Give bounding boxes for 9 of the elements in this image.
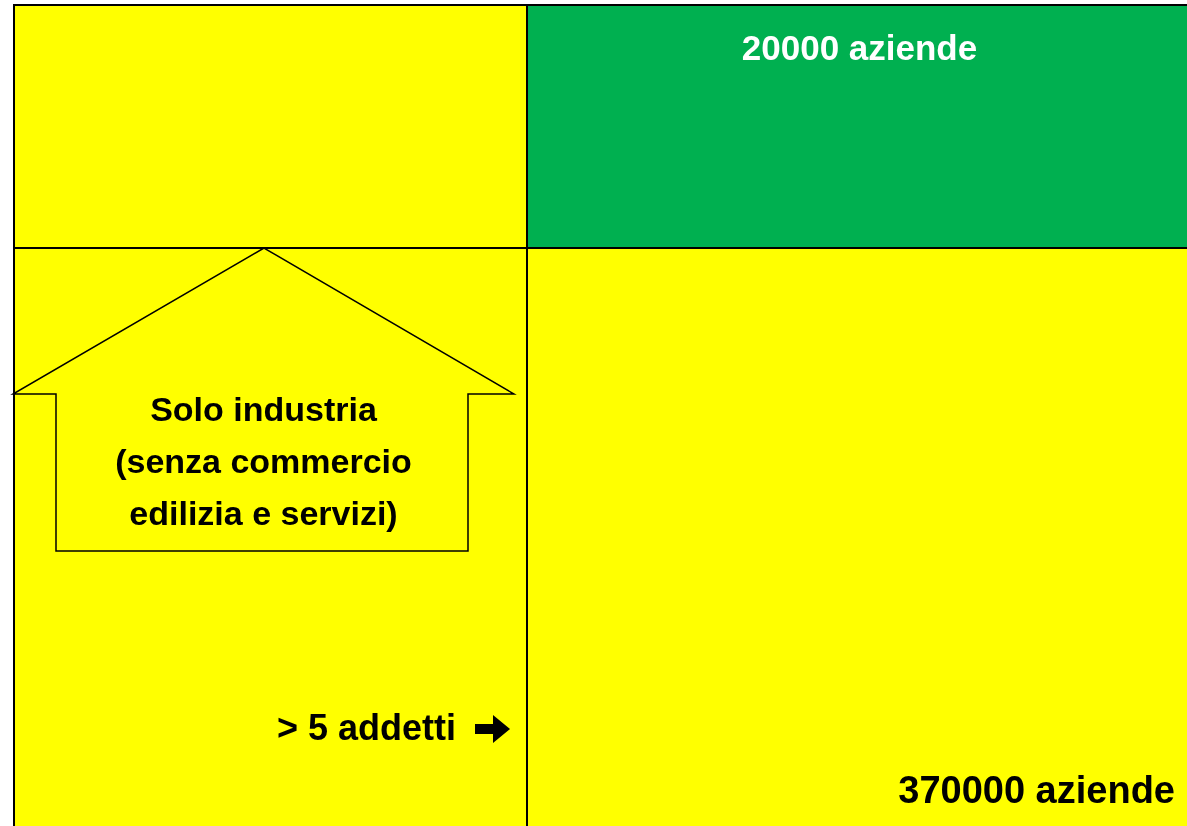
quadrant-panel [526,4,1187,249]
quadrant-panel [526,247,1187,826]
quadrant-panel [13,4,528,249]
quadrant-panel [13,247,528,826]
up-arrow-shape [12,247,515,553]
quadrant-label: 370000 aziende [898,769,1175,812]
quadrant-label: > 5 addetti [276,707,456,749]
arrow-label: Solo industria (senza commercio edilizia e servizi) [114,389,413,534]
quadrant-label: 20000 aziende [740,28,979,68]
